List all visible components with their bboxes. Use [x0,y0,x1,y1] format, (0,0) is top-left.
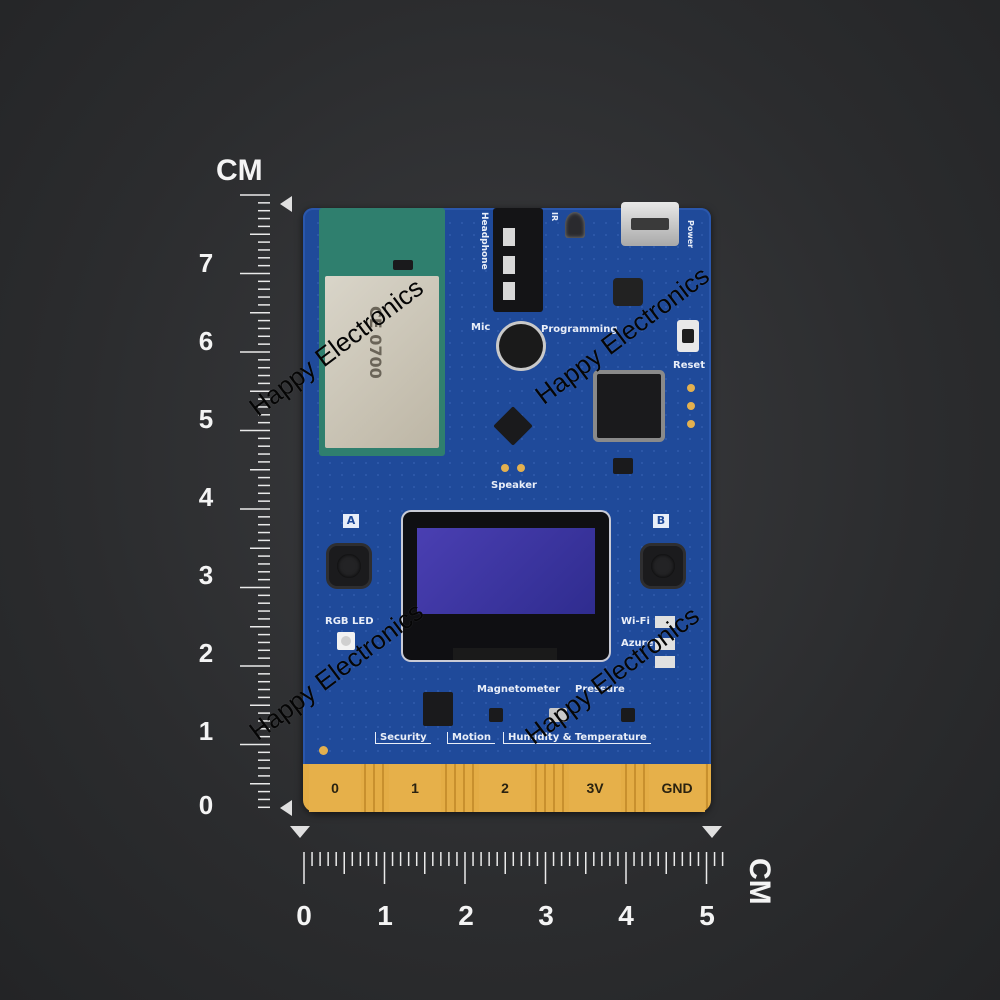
ruler-top-marker-icon [280,196,292,212]
vertical-ruler-number: 0 [198,790,214,820]
inductor [613,278,643,306]
button-b-cap [651,554,675,578]
vertical-ruler-number: 4 [198,482,214,512]
horizontal-ruler-unit-label: CM [743,858,776,905]
wifi-module: CE 0700 [319,208,445,456]
vertical-ruler-number: 7 [198,248,214,278]
humidity-temperature-label: Humidity & Temperature [503,732,651,744]
wifi-label: Wi-Fi [621,616,650,627]
button-b[interactable] [643,546,683,586]
jack-pin [503,228,515,246]
security-label: Security [375,732,431,744]
speaker-pad [501,464,509,472]
ruler-left-marker-icon [290,826,310,838]
edge-pad-1: 1 [389,764,441,812]
vertical-ruler-number: 5 [198,404,214,434]
horizontal-ruler-number: 2 [458,900,474,931]
user-led [655,656,675,668]
mic-label: Mic [471,322,491,333]
humidity-sensor [549,708,567,722]
edge-pad-2: 2 [479,764,531,812]
speaker-label: Speaker [491,480,537,491]
ir-label: IR [550,212,559,222]
usb-opening [631,218,669,230]
speaker-pad [517,464,525,472]
horizontal-ruler-ticks [303,852,724,884]
wifi-led [655,616,675,628]
iot-dev-board: CE 0700 Headphone IR Power Mic Programmi… [303,202,711,812]
vertical-ruler-number: 3 [198,560,214,590]
status-led [687,420,695,428]
vertical-ruler-number: 6 [198,326,214,356]
ruler-bottom-marker-icon [280,800,292,816]
micro-usb-port [621,202,679,246]
horizontal-ruler-number: 0 [296,900,312,931]
small-chip [613,458,633,474]
edge-connector: 0 1 2 3V GND [303,764,711,812]
magnetometer-chip [489,708,503,722]
horizontal-ruler-number: 5 [699,900,715,931]
vertical-ruler-number: 1 [198,716,214,746]
headphone-jack [493,208,543,312]
edge-pad-gnd: GND [649,764,705,812]
module-shield: CE 0700 [325,276,439,448]
button-a-cap [337,554,361,578]
rgb-led-lens [341,636,351,646]
module-component [393,260,413,270]
rgb-led-label: RGB LED [325,616,374,627]
microphone [499,324,543,368]
reset-label: Reset [673,360,705,371]
motion-label: Motion [447,732,496,744]
jack-pin [503,256,515,274]
jack-pin [503,282,515,300]
vertical-ruler-number: 2 [198,638,214,668]
programming-label: Programming [541,324,618,335]
horizontal-ruler-number: 4 [618,900,634,931]
mounting-pad [319,746,328,755]
oled-ribbon [453,648,557,660]
pressure-chip [621,708,635,722]
reset-cap [682,329,694,343]
ruler-right-marker-icon [702,826,722,838]
button-a-label: A [343,514,359,528]
security-chip [423,692,453,726]
oled-display [403,512,609,660]
edge-pad-3v: 3V [569,764,621,812]
azure-label: Azure [621,638,654,649]
pressure-label: Pressure [575,684,625,695]
rgb-led [337,632,355,650]
microcontroller-chip [597,374,661,438]
azure-led [655,638,675,650]
oled-screen [417,528,595,614]
status-led [687,384,695,392]
status-led [687,402,695,410]
vertical-ruler-ticks [240,194,270,809]
ir-led [565,212,585,238]
horizontal-ruler-number: 3 [538,900,554,931]
button-a[interactable] [329,546,369,586]
headphone-label: Headphone [479,212,489,270]
vertical-ruler-unit-label: CM [216,154,263,187]
button-b-label: B [653,514,669,528]
reset-button[interactable] [677,320,699,352]
power-label: Power [686,220,695,249]
horizontal-ruler-number: 1 [377,900,393,931]
edge-pad-0: 0 [309,764,361,812]
magnetometer-label: Magnetometer [477,684,561,695]
